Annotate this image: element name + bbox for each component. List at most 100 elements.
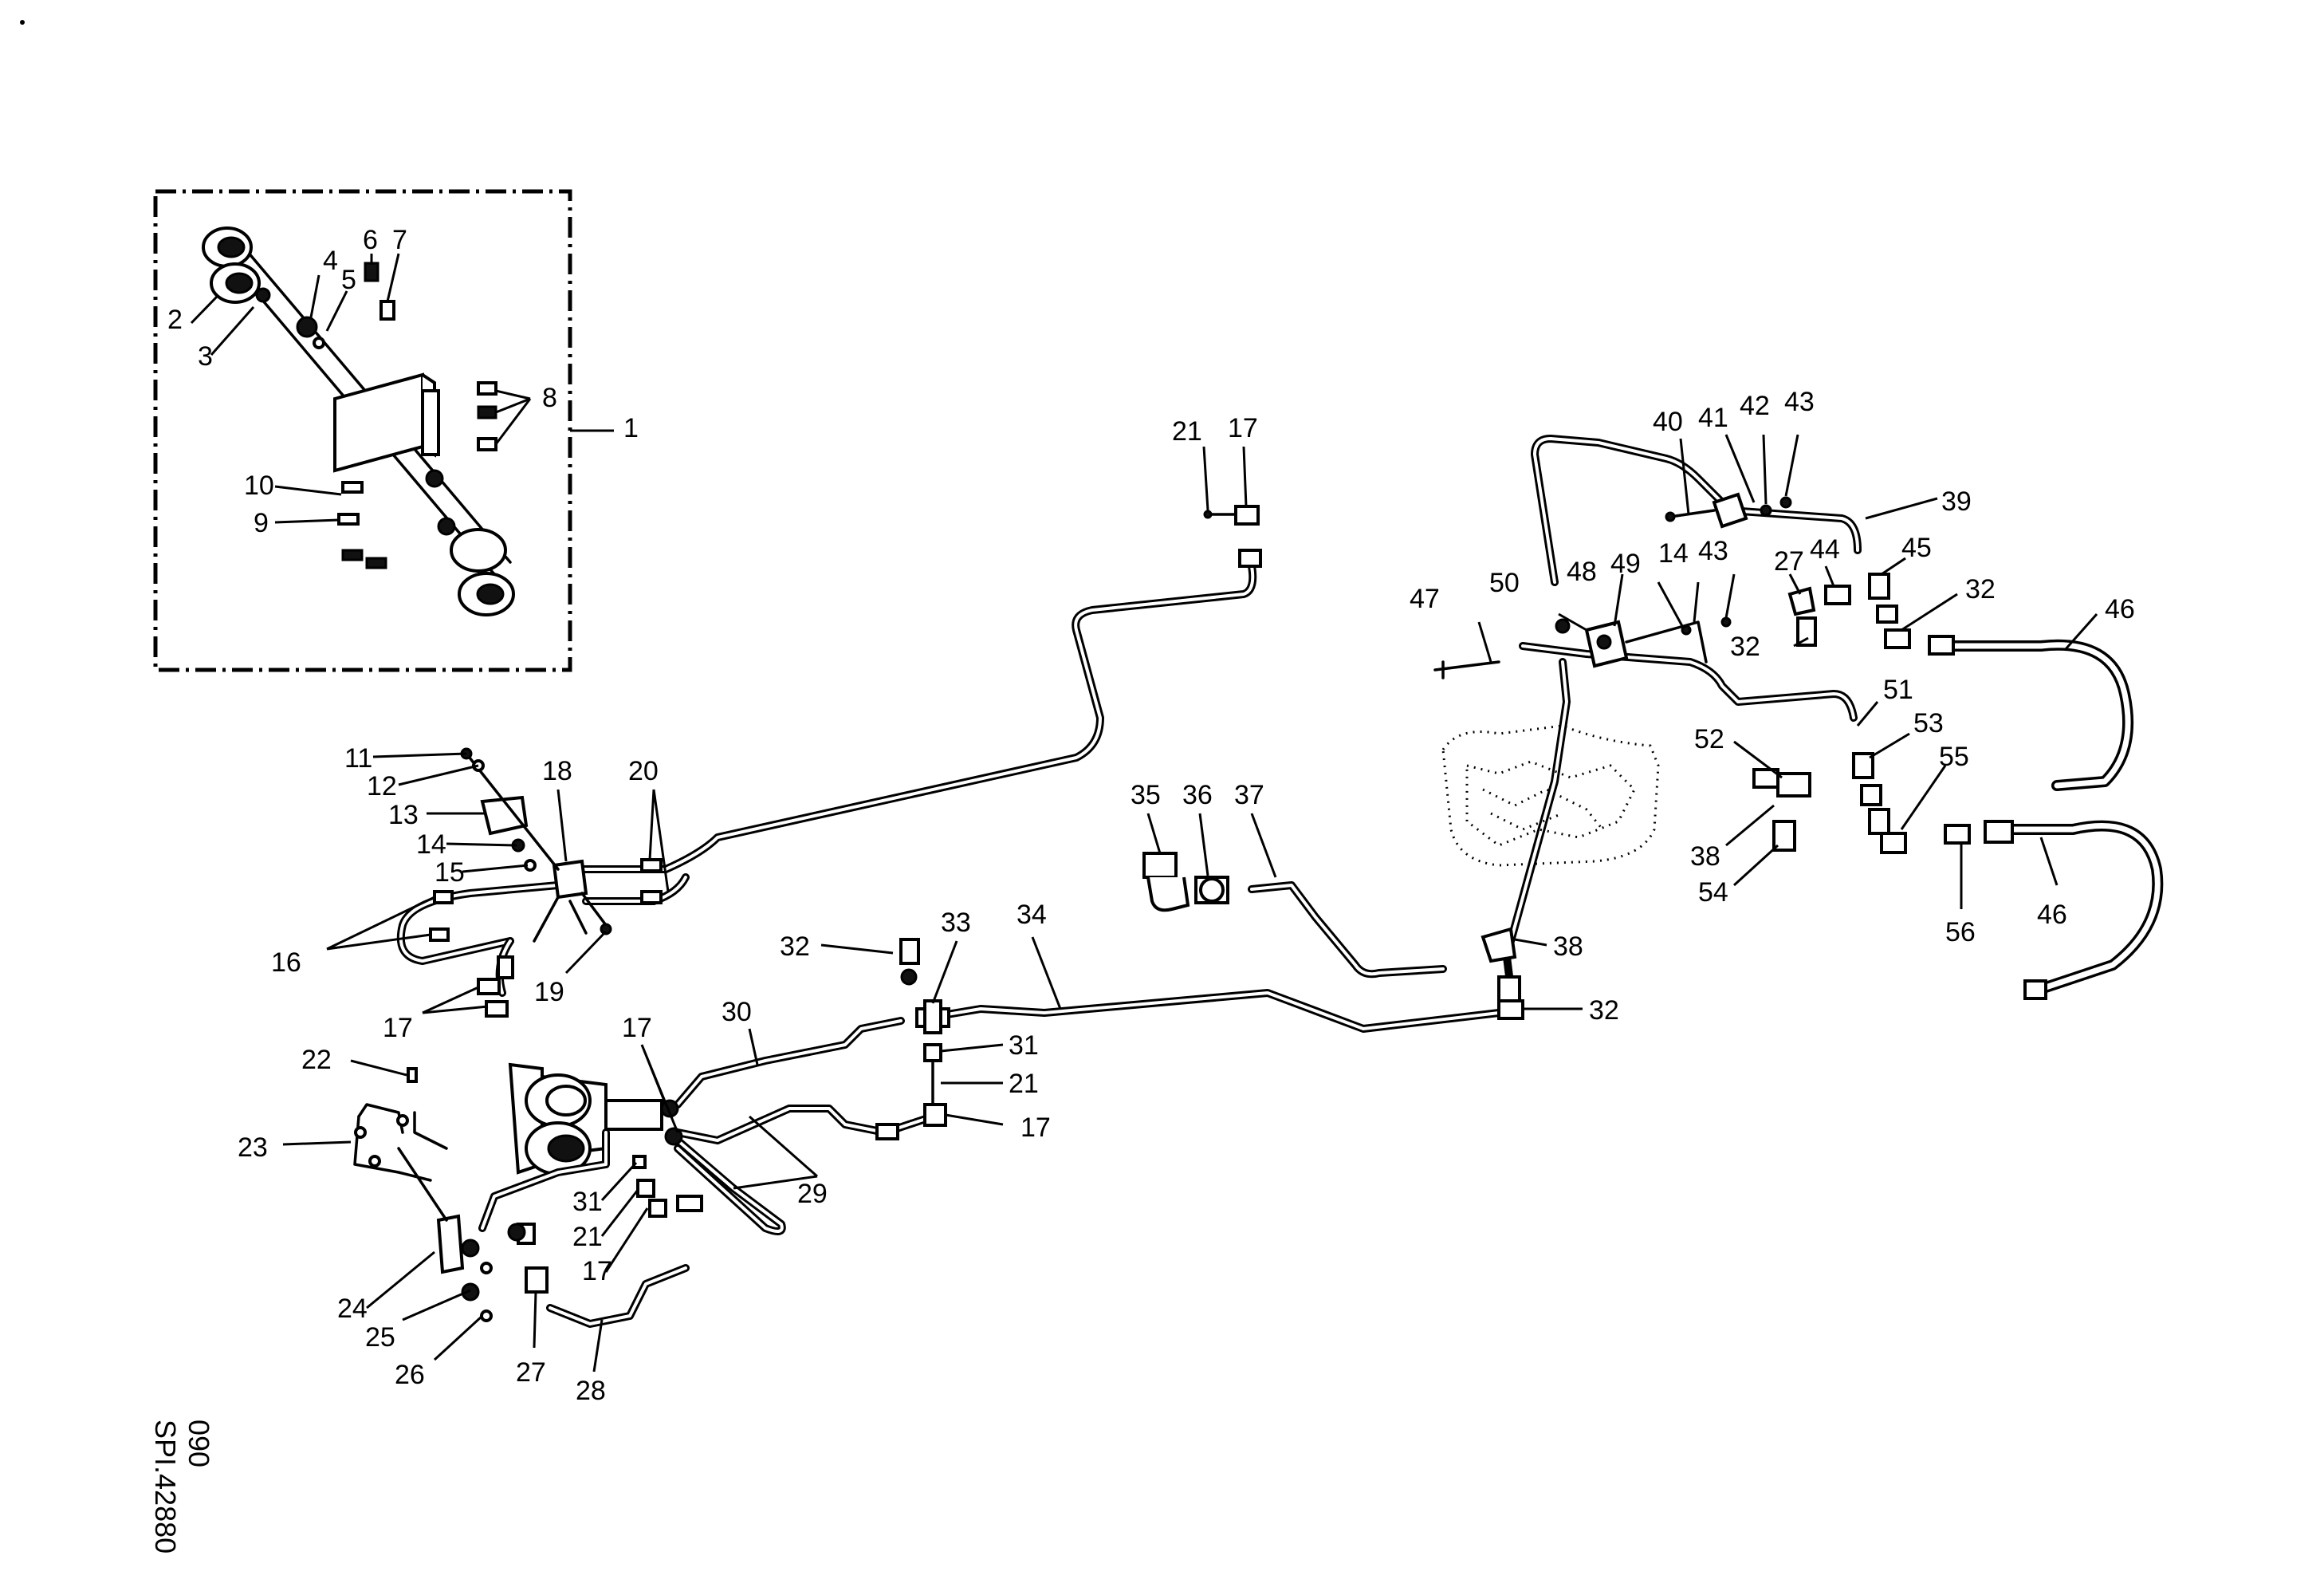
callout-48: 48 — [1567, 557, 1597, 587]
callout-25: 25 — [365, 1322, 395, 1353]
pipe-39-upper — [1531, 435, 1862, 586]
callout-27-a: 27 — [516, 1357, 546, 1388]
callout-17-c: 17 — [1020, 1113, 1051, 1143]
pipe-51 — [1519, 642, 1858, 722]
callout-47: 47 — [1410, 584, 1440, 614]
callout-15: 15 — [435, 857, 465, 888]
callout-55: 55 — [1939, 742, 1969, 772]
callout-labels: 1 2 3 4 5 6 7 8 9 10 11 12 13 14 15 16 1… — [167, 225, 2135, 1406]
callout-32-d: 32 — [1730, 632, 1760, 662]
callout-2: 2 — [167, 305, 183, 335]
callout-8: 8 — [542, 383, 557, 413]
callout-4: 4 — [323, 246, 338, 276]
callout-17-a: 17 — [383, 1013, 413, 1043]
callout-38-a: 38 — [1553, 931, 1583, 962]
callout-6: 6 — [363, 225, 378, 255]
fittings-35-36 — [1142, 852, 1229, 912]
callout-34: 34 — [1017, 900, 1047, 930]
valve-block-18 — [429, 747, 663, 943]
callout-35: 35 — [1131, 780, 1161, 810]
pipe-30 — [674, 1017, 905, 1109]
callout-3: 3 — [198, 341, 213, 372]
callout-11: 11 — [344, 743, 372, 774]
callout-17-b: 17 — [1228, 413, 1258, 443]
callout-40: 40 — [1653, 407, 1683, 437]
pipe-34 — [929, 989, 1503, 1033]
callout-19: 19 — [534, 977, 564, 1007]
clamp-40-43 — [1665, 492, 1792, 529]
callout-17-d: 17 — [622, 1013, 652, 1043]
callout-21-a: 21 — [1172, 416, 1202, 447]
pipe-20-upper — [578, 562, 1257, 905]
callout-41: 41 — [1698, 403, 1728, 433]
callout-52: 52 — [1694, 724, 1724, 754]
callout-12: 12 — [367, 771, 397, 801]
callout-26: 26 — [395, 1360, 425, 1390]
callout-38-b: 38 — [1690, 841, 1720, 872]
callout-44: 44 — [1810, 534, 1840, 565]
tee-33 — [899, 938, 950, 1034]
callout-51: 51 — [1883, 675, 1913, 705]
callout-5: 5 — [341, 265, 356, 295]
drawing-code-secondary: 090 — [183, 1420, 215, 1467]
brake-cylinder-assembly — [478, 1062, 703, 1294]
callout-21-c: 21 — [572, 1222, 603, 1252]
callout-24: 24 — [337, 1294, 368, 1324]
fittings-38-32-center — [1481, 927, 1524, 1020]
callout-1: 1 — [623, 413, 639, 443]
engine-outline — [1441, 724, 1660, 867]
callout-54: 54 — [1698, 877, 1728, 908]
fittings-17-21-top — [1203, 505, 1262, 568]
callout-27-b: 27 — [1774, 546, 1804, 577]
callout-31-b: 31 — [572, 1187, 603, 1217]
callout-14-b: 14 — [1658, 538, 1689, 569]
callout-32-b: 32 — [1589, 995, 1619, 1026]
fittings-right-group — [1752, 573, 2047, 1000]
callout-33: 33 — [941, 908, 971, 938]
callout-13: 13 — [388, 800, 419, 830]
leader-lines — [282, 434, 2098, 1372]
pipe-28 — [546, 1264, 690, 1328]
bracket-23 — [353, 1067, 493, 1322]
callout-18: 18 — [542, 756, 572, 786]
callout-30: 30 — [722, 997, 752, 1027]
callout-28: 28 — [576, 1376, 606, 1406]
clamp-48-49-50 — [1433, 616, 1732, 679]
hose-46-upper — [1948, 639, 2134, 791]
corner-mark — [20, 20, 25, 25]
callout-36: 36 — [1182, 780, 1213, 810]
callout-45: 45 — [1901, 533, 1932, 563]
callout-46-a: 46 — [2105, 594, 2135, 624]
callout-32-c: 32 — [1965, 574, 1996, 605]
callout-46-b: 46 — [2037, 900, 2067, 930]
callout-32-a: 32 — [780, 931, 810, 962]
callout-29: 29 — [797, 1179, 828, 1209]
callout-21-b: 21 — [1009, 1069, 1039, 1099]
callout-42: 42 — [1740, 391, 1770, 421]
callout-37: 37 — [1234, 780, 1264, 810]
callout-22: 22 — [301, 1045, 332, 1075]
callout-14: 14 — [416, 829, 446, 860]
callout-7: 7 — [392, 225, 407, 255]
callout-20: 20 — [628, 756, 659, 786]
hose-46-lower — [2004, 820, 2164, 994]
callout-10: 10 — [244, 471, 274, 501]
callout-49: 49 — [1610, 549, 1641, 579]
pipe-37 — [1248, 881, 1447, 979]
drawing-code: SPI.42880 090 — [149, 1420, 215, 1554]
callout-31-a: 31 — [1009, 1030, 1039, 1061]
callout-23: 23 — [238, 1132, 268, 1163]
callout-56: 56 — [1945, 917, 1976, 947]
callout-16: 16 — [271, 947, 301, 978]
inset-detail-valve-assembly — [153, 189, 614, 672]
callout-53: 53 — [1913, 708, 1944, 738]
callout-9: 9 — [254, 508, 269, 538]
callout-39: 39 — [1941, 486, 1972, 517]
callout-17-e: 17 — [582, 1256, 612, 1286]
callout-50: 50 — [1489, 568, 1520, 598]
drawing-code-primary: SPI.42880 — [149, 1420, 182, 1554]
callout-43-a: 43 — [1698, 536, 1728, 566]
callout-43-b: 43 — [1784, 387, 1815, 417]
fittings-17-left — [477, 955, 514, 1018]
